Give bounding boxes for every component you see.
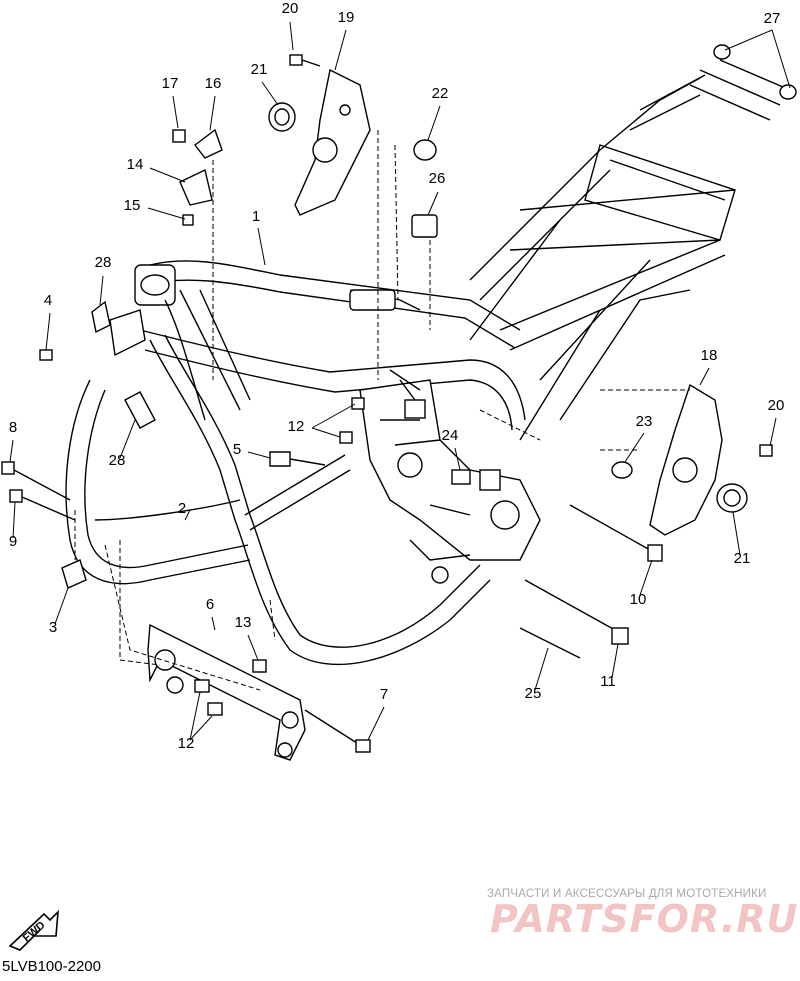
leader-lines: [9, 21, 791, 741]
callout-23: 23: [636, 413, 653, 430]
callout-14: 14: [127, 156, 144, 173]
callout-25: 25: [525, 685, 542, 702]
callout-21: 21: [251, 61, 268, 78]
callout-20: 20: [768, 397, 785, 414]
callout-24: 24: [442, 427, 459, 444]
forward-direction-marker: FWD: [6, 906, 62, 959]
callout-10: 10: [630, 591, 647, 608]
callout-20: 20: [282, 0, 299, 17]
callout-7: 7: [380, 686, 388, 703]
watermark-logo: PARTSFOR.RU: [490, 897, 799, 941]
callout-12: 12: [178, 735, 195, 752]
callout-5: 5: [233, 441, 241, 458]
callout-labels: 20 19 27 21 17 16 22 14 26 15 1 28 4 18 20 28 12 23 8 24 5 2 9…: [9, 0, 785, 752]
callout-2: 2: [178, 500, 186, 517]
callout-28: 28: [95, 254, 112, 271]
callout-17: 17: [162, 75, 179, 92]
watermark-tagline: ЗАПЧАСТИ И АКСЕССУАРЫ ДЛЯ МОТОТЕХНИКИ: [487, 888, 767, 900]
callout-1: 1: [252, 208, 260, 225]
callout-15: 15: [124, 197, 141, 214]
callout-21: 21: [734, 550, 751, 567]
callout-11: 11: [600, 673, 616, 690]
callout-27: 27: [764, 10, 781, 27]
callout-22: 22: [432, 85, 449, 102]
callout-18: 18: [701, 347, 718, 364]
fwd-arrow-icon: FWD: [8, 909, 59, 951]
main-frame-drawing: [65, 59, 791, 666]
callout-4: 4: [44, 292, 52, 309]
callout-19: 19: [338, 9, 355, 26]
callout-12: 12: [288, 418, 305, 435]
diagram-code: 5LVB100-2200: [2, 958, 101, 975]
callout-26: 26: [429, 170, 446, 187]
callout-9: 9: [9, 533, 17, 550]
callout-3: 3: [49, 619, 57, 636]
callout-16: 16: [205, 75, 222, 92]
callout-8: 8: [9, 419, 17, 436]
callout-28: 28: [109, 452, 126, 469]
callout-6: 6: [206, 596, 214, 613]
individual-parts: [1, 44, 797, 761]
callout-13: 13: [235, 614, 252, 631]
